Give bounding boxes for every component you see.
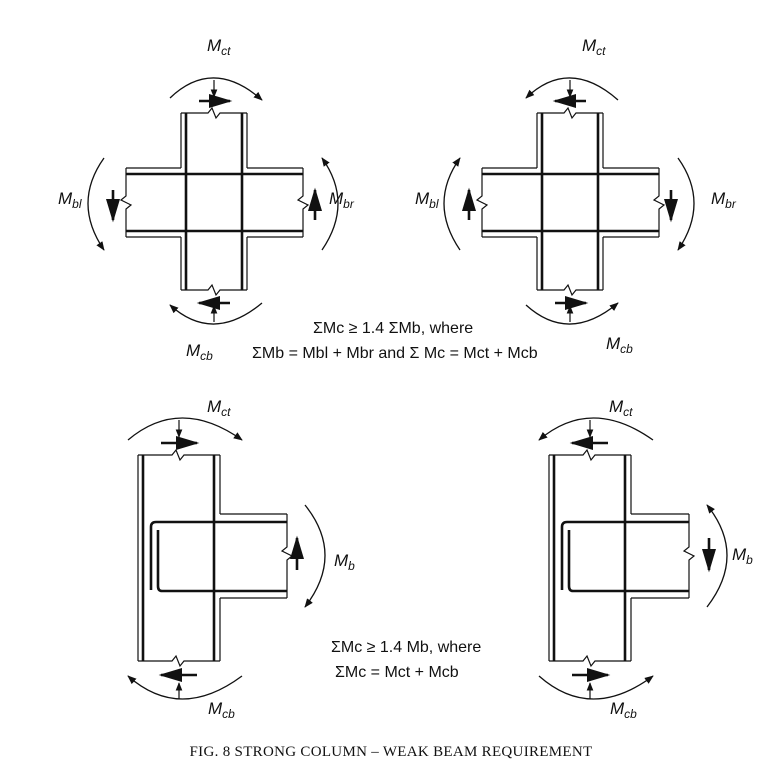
equation-exterior: ΣMc ≥ 1.4 Mb, where ΣMc = Mct + Mcb <box>331 639 481 681</box>
figure-caption: FIG. 8 STRONG COLUMN – WEAK BEAM REQUIRE… <box>190 744 593 760</box>
beam-outline <box>475 167 666 238</box>
moment-arc-top <box>525 77 619 101</box>
label-mcb: Mcb <box>186 341 213 363</box>
column-outline <box>536 106 604 297</box>
moment-arc-right <box>321 157 339 251</box>
reinforcement <box>141 455 287 661</box>
moment-arc-top <box>169 77 263 101</box>
beam-outline <box>220 513 294 599</box>
moment-arc-top <box>127 417 243 441</box>
equation-exterior-line1: ΣMc ≥ 1.4 Mb, where <box>331 639 481 656</box>
label-mct: Mct <box>207 397 231 419</box>
moment-arc-right <box>677 157 695 251</box>
moment-arc-bottom <box>127 675 243 700</box>
moment-arc-bottom <box>169 302 263 325</box>
label-mct: Mct <box>207 36 231 58</box>
moment-arc-bottom <box>538 675 654 700</box>
label-mct: Mct <box>609 397 633 419</box>
reinforcement <box>552 455 689 661</box>
reinforcement <box>482 113 659 290</box>
column-outline <box>137 448 221 668</box>
equation-interior: ΣMc ≥ 1.4 ΣMb, where ΣMb = Mbl + Mbr and… <box>252 320 538 362</box>
label-mbr: Mbr <box>711 189 737 211</box>
label-mb: Mb <box>334 551 355 573</box>
column-outline <box>180 106 248 297</box>
moment-arc-right <box>706 504 728 608</box>
joint-bottom-left: Mct Mcb Mb <box>127 397 355 721</box>
label-mbl: Mbl <box>415 189 439 211</box>
label-mbl: Mbl <box>58 189 82 211</box>
label-mcb: Mcb <box>208 699 235 721</box>
moment-arc-bottom <box>525 302 619 325</box>
label-mb: Mb <box>732 545 753 567</box>
equation-interior-line2: ΣMb = Mbl + Mbr and Σ Mc = Mct + Mcb <box>252 345 538 362</box>
beam-outline <box>119 167 310 238</box>
label-mcb: Mcb <box>606 334 633 356</box>
label-mcb: Mcb <box>610 699 637 721</box>
moment-arc-top <box>538 417 654 441</box>
moment-arc-right <box>304 504 326 608</box>
joint-top-left: Mct Mcb Mbl Mbr <box>58 36 355 363</box>
label-mbr: Mbr <box>329 189 355 211</box>
reinforcement <box>126 113 303 290</box>
joint-top-right: Mct Mcb Mbl Mbr <box>415 36 737 356</box>
equation-exterior-line2: ΣMc = Mct + Mcb <box>335 664 459 681</box>
equation-interior-line1: ΣMc ≥ 1.4 ΣMb, where <box>313 320 473 337</box>
moment-arc-left <box>87 157 105 251</box>
joint-bottom-right: Mct Mcb Mb <box>538 397 753 721</box>
column-outline <box>548 448 632 668</box>
moment-arc-left <box>443 157 461 251</box>
beam-outline <box>631 513 696 599</box>
label-mct: Mct <box>582 36 606 58</box>
